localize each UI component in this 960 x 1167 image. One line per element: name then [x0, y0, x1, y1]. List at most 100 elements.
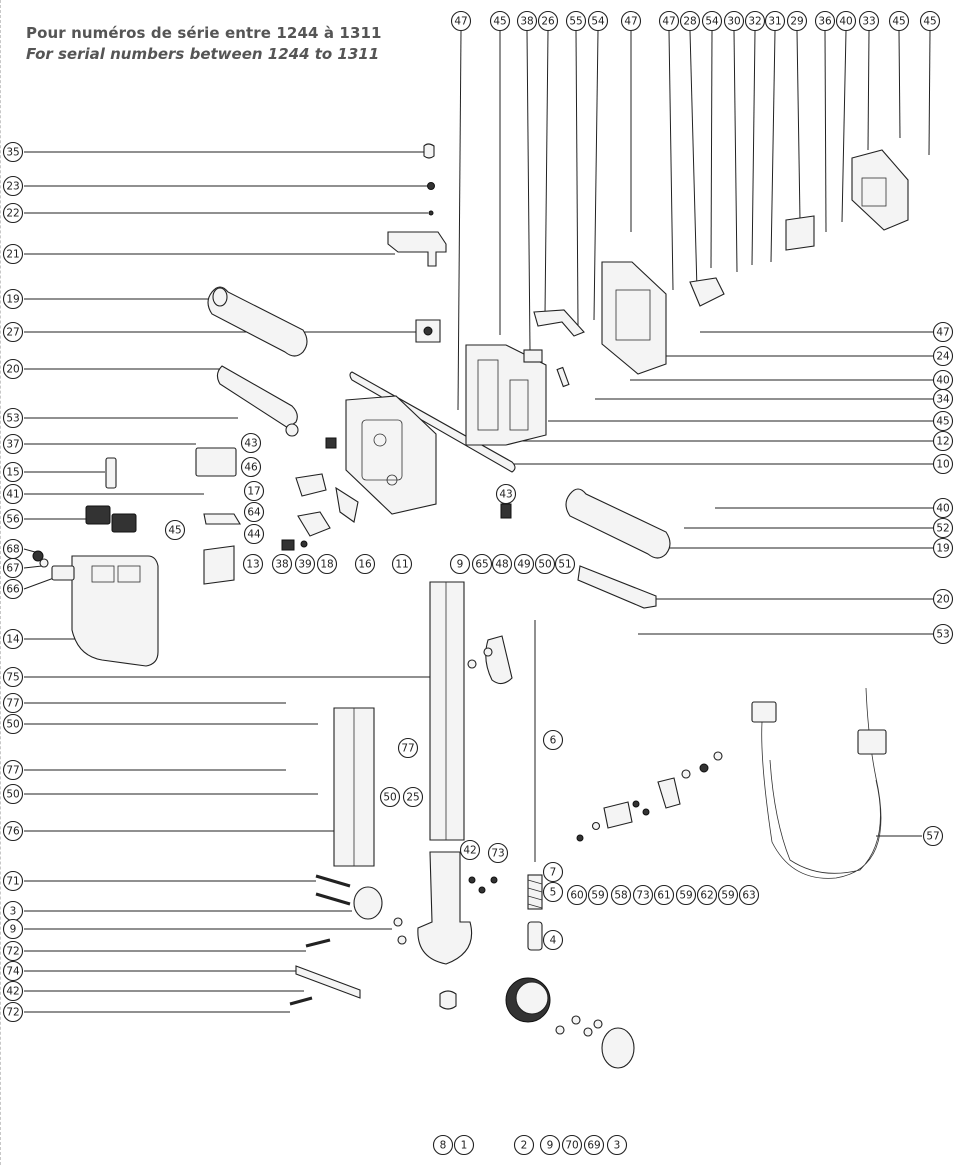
callout-number: 65	[475, 559, 488, 571]
callout-number: 51	[558, 559, 571, 571]
callout-number: 48	[495, 559, 508, 571]
callout-left-23: 3	[2, 900, 24, 922]
callout-right-5: 12	[932, 430, 954, 452]
callout-middle-9: 18	[316, 553, 338, 575]
callout-number: 50	[383, 792, 396, 804]
callout-number: 45	[493, 16, 506, 28]
callout-circle	[858, 10, 880, 32]
callout-left-10: 41	[2, 483, 24, 505]
callout-number: 41	[6, 489, 19, 501]
callout-number: 60	[570, 890, 583, 902]
callout-left-15: 14	[2, 628, 24, 650]
callout-number: 75	[6, 672, 19, 684]
callout-circle	[459, 839, 481, 861]
callout-number: 42	[6, 986, 19, 998]
callout-middle-26: 5	[542, 881, 564, 903]
callout-number: 20	[936, 594, 949, 606]
title-english: For serial numbers between 1244 to 1311	[26, 45, 380, 63]
callout-middle-1: 46	[240, 456, 262, 478]
callout-circle	[491, 553, 513, 575]
callout-number: 59	[721, 890, 734, 902]
callout-top-1: 45	[489, 10, 511, 32]
callout-number: 63	[742, 890, 755, 902]
callout-circle	[449, 553, 471, 575]
callout-circle	[2, 578, 24, 600]
callout-middle-35: 59	[717, 884, 739, 906]
callout-number: 9	[547, 1140, 554, 1152]
callout-number: 49	[517, 559, 530, 571]
callout-number: 16	[358, 559, 372, 571]
callout-number: 55	[569, 16, 582, 28]
callout-number: 45	[892, 16, 905, 28]
callout-number: 29	[790, 16, 803, 28]
callout-left-11: 56	[2, 508, 24, 530]
callout-number: 21	[6, 249, 19, 261]
callout-bottom-2: 2	[513, 1134, 535, 1156]
callout-circle	[495, 483, 517, 505]
callout-number: 6	[550, 735, 557, 747]
callout-number: 71	[6, 876, 19, 888]
callout-circle	[2, 692, 24, 714]
callout-number: 50	[6, 789, 19, 801]
callout-circle	[2, 461, 24, 483]
callout-middle-19: 6	[542, 729, 564, 751]
callout-circle	[2, 141, 24, 163]
callout-number: 38	[275, 559, 288, 571]
title-french: Pour numéros de série entre 1244 à 1311	[26, 24, 382, 42]
callout-top-16: 33	[858, 10, 880, 32]
callout-circle	[932, 410, 954, 432]
callout-circle	[932, 588, 954, 610]
callout-top-14: 36	[814, 10, 836, 32]
callout-number: 3	[614, 1140, 621, 1152]
callout-left-2: 22	[2, 202, 24, 224]
callout-circle	[2, 202, 24, 224]
callout-circle	[489, 10, 511, 32]
callout-number: 66	[6, 584, 20, 596]
callout-circle	[744, 10, 766, 32]
callout-circle	[2, 557, 24, 579]
callout-circle	[2, 940, 24, 962]
callout-number: 40	[839, 16, 852, 28]
callout-left-0: 35	[2, 141, 24, 163]
callout-circle	[565, 10, 587, 32]
callout-number: 20	[6, 364, 19, 376]
callout-top-5: 54	[587, 10, 609, 32]
callout-top-13: 29	[786, 10, 808, 32]
callout-circle	[2, 433, 24, 455]
callout-circle	[471, 553, 493, 575]
callout-middle-12: 43	[495, 483, 517, 505]
callout-middle-32: 61	[653, 884, 675, 906]
callout-top-2: 38	[516, 10, 538, 32]
callout-number: 74	[6, 966, 20, 978]
callout-left-12: 68	[2, 538, 24, 560]
callout-circle	[2, 666, 24, 688]
callout-circle	[2, 820, 24, 842]
callout-circle	[2, 713, 24, 735]
callout-right-1: 24	[932, 345, 954, 367]
callout-middle-20: 77	[397, 737, 419, 759]
callout-circle	[587, 884, 609, 906]
callout-middle-30: 58	[610, 884, 632, 906]
callout-circle	[243, 523, 265, 545]
callout-right-7: 40	[932, 497, 954, 519]
callout-bottom-0: 8	[432, 1134, 454, 1156]
callout-middle-31: 73	[632, 884, 654, 906]
callout-circle	[243, 480, 265, 502]
callout-number: 50	[6, 719, 19, 731]
callout-left-1: 23	[2, 175, 24, 197]
callout-circle	[379, 786, 401, 808]
callout-number: 15	[6, 467, 19, 479]
callout-number: 76	[6, 826, 20, 838]
callout-number: 73	[491, 848, 504, 860]
callout-middle-0: 43	[240, 432, 262, 454]
callout-circle	[450, 10, 472, 32]
callout-number: 45	[936, 416, 949, 428]
callout-circle	[542, 929, 564, 951]
callout-left-26: 74	[2, 960, 24, 982]
callout-circle	[932, 430, 954, 452]
callout-number: 24	[936, 351, 950, 363]
callout-middle-16: 49	[513, 553, 535, 575]
callout-circle	[391, 553, 413, 575]
callout-circle	[534, 553, 556, 575]
